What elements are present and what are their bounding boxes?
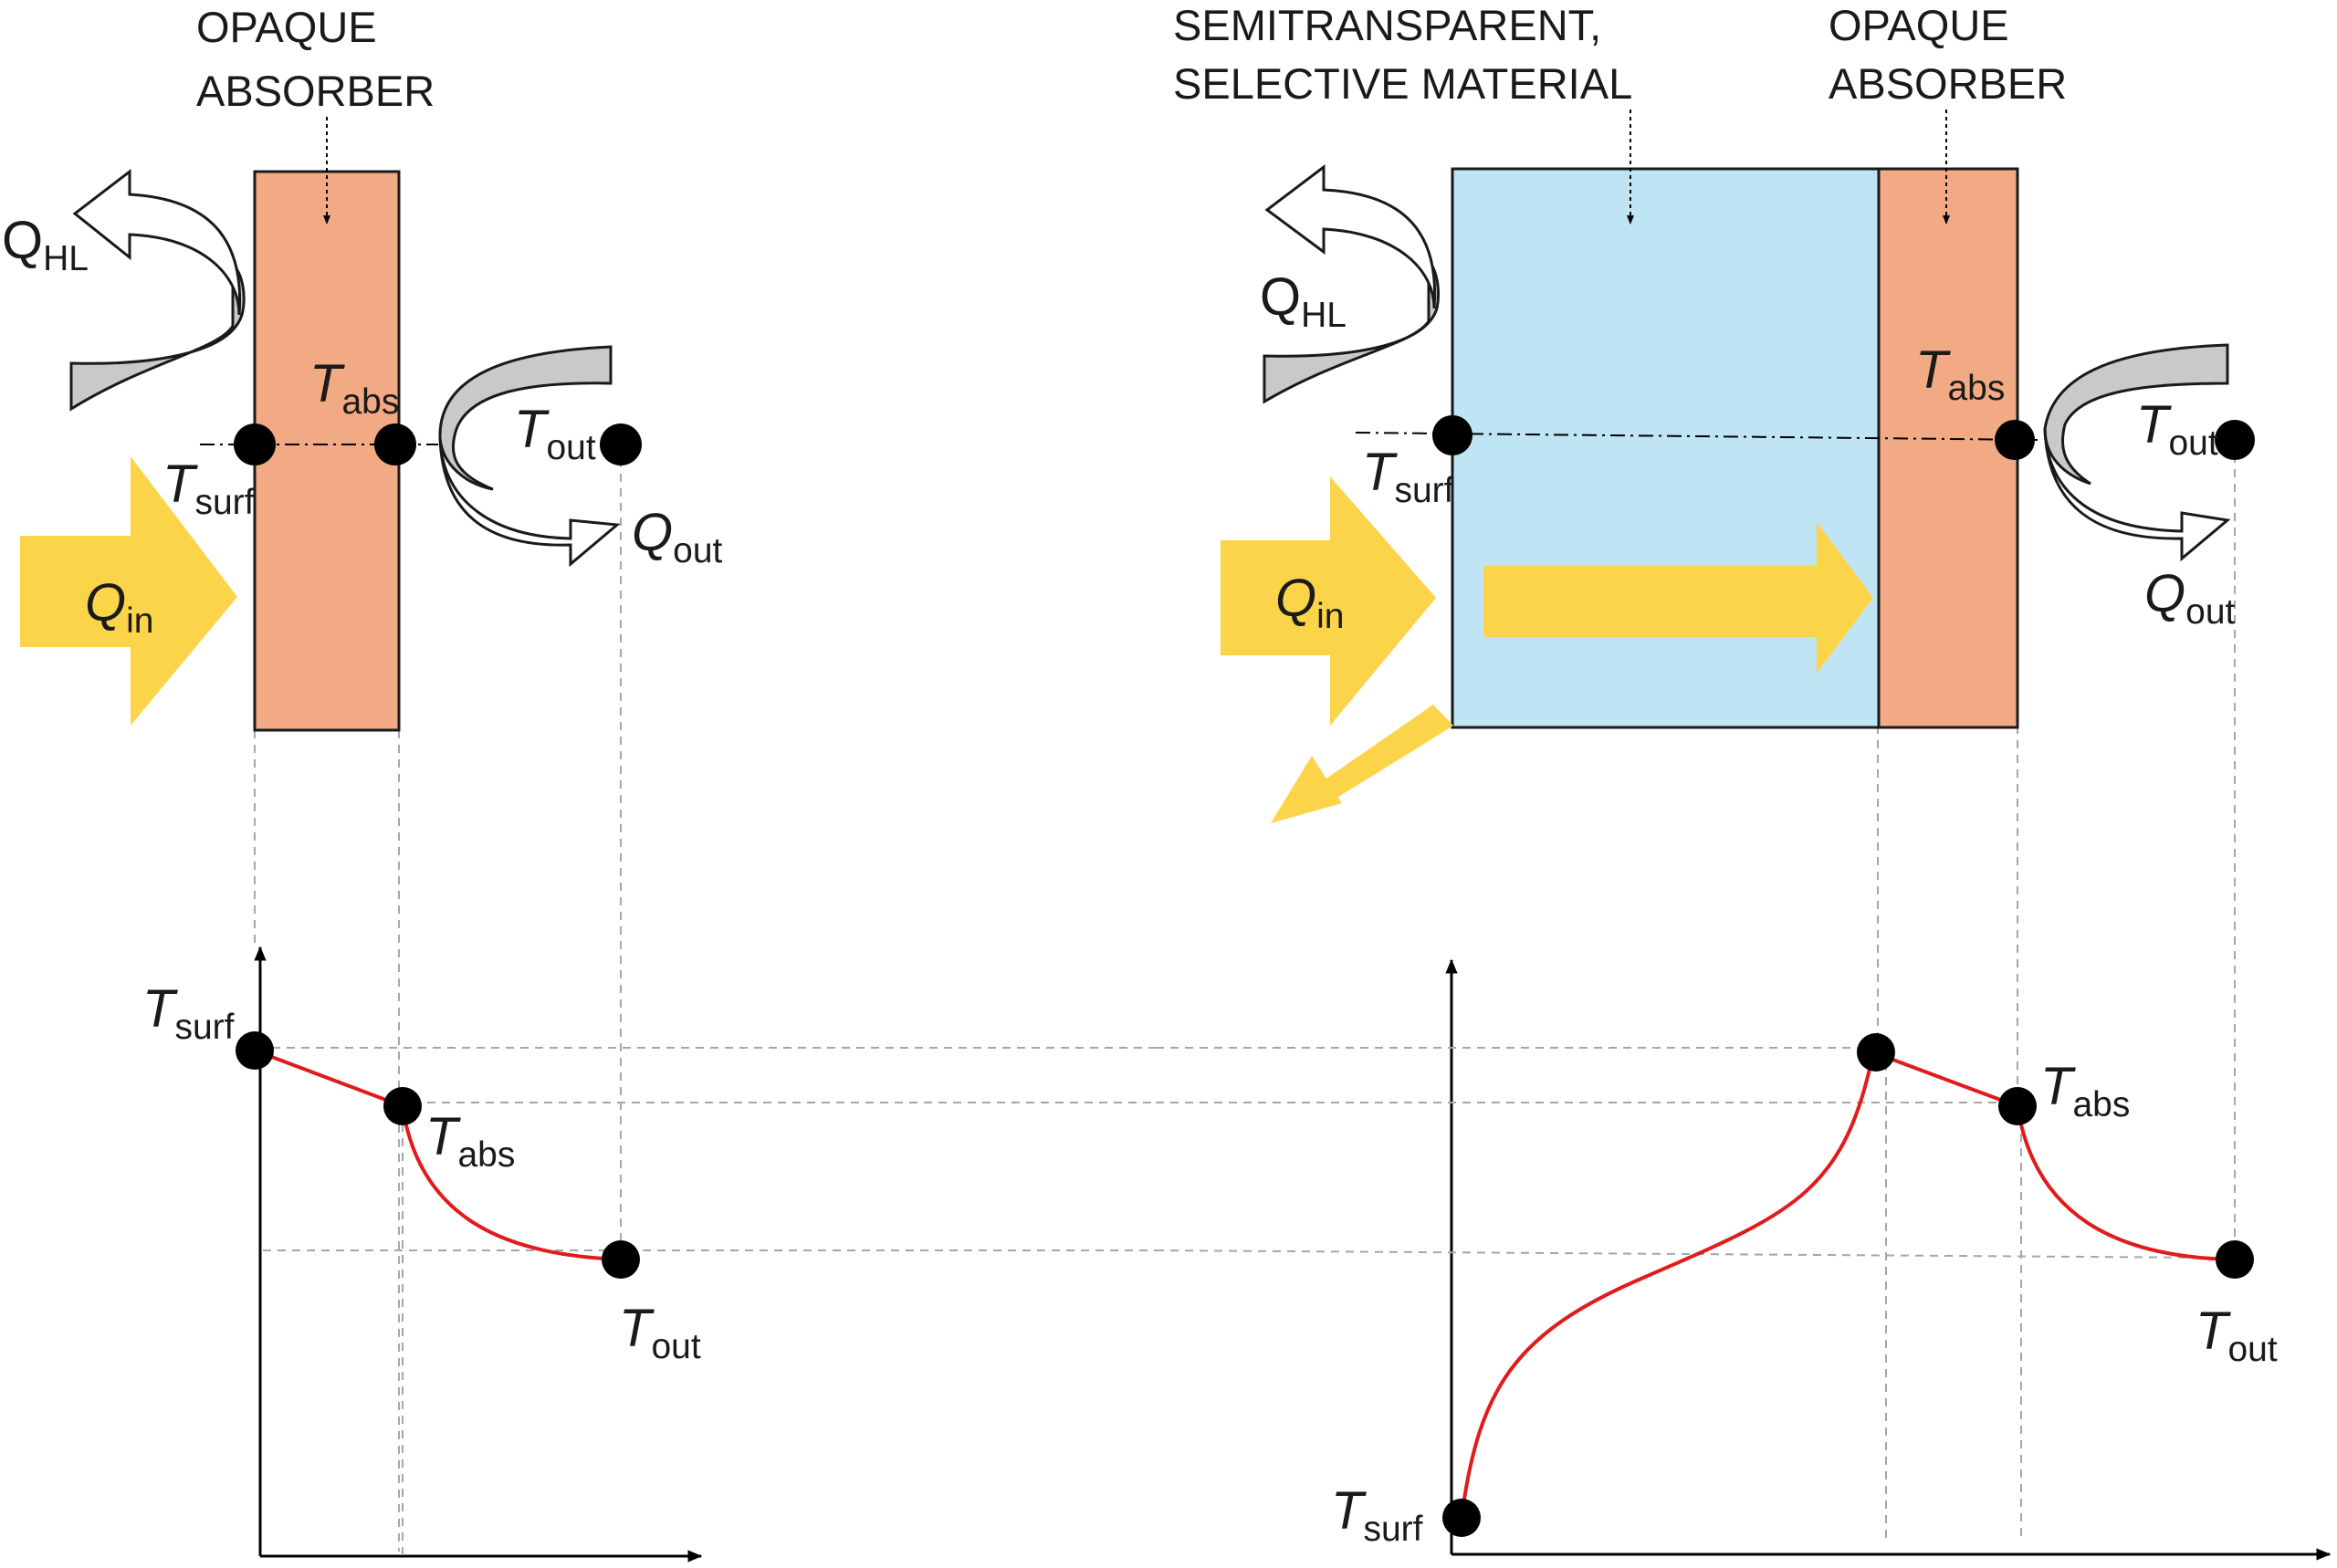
right-temperature-curve [1460, 1050, 2236, 1519]
left-plot-guides [257, 1047, 1156, 1556]
right-plot-t-abs-label: Tabs [2040, 1057, 2130, 1124]
left-q-in-arrow [20, 456, 237, 726]
right-q-hl-label: QHL [1260, 267, 1347, 335]
left-q-hl-label: QHL [2, 211, 89, 278]
left-q-out-label: Qout [632, 503, 723, 570]
right-material-label-line1: SEMITRANSPARENT, [1173, 1, 1601, 49]
left-vertical-guides [254, 444, 622, 1552]
left-plot-t-out-label: Tout [619, 1299, 701, 1366]
right-panel: SEMITRANSPARENT, SELECTIVE MATERIAL OPAQ… [1155, 1, 2332, 1561]
right-material-label-line2: SELECTIVE MATERIAL [1173, 59, 1632, 108]
left-absorber-label-line2: ABSORBER [196, 67, 435, 115]
left-t-out-label: Tout [514, 400, 596, 467]
left-q-out-arrow [438, 345, 621, 568]
left-plot-node-t-out [602, 1240, 640, 1279]
right-q-in-label: Qin [1275, 569, 1344, 636]
right-plot-t-surf-label: Tsurf [1331, 1481, 1423, 1549]
left-plot-t-abs-label: Tabs [425, 1107, 515, 1175]
left-node-t-abs [374, 423, 416, 465]
right-t-surf-label: Tsurf [1362, 443, 1454, 510]
left-t-abs-label: Tabs [309, 354, 399, 422]
right-node-t-out [2215, 420, 2255, 460]
right-semitransparent-material [1451, 167, 1881, 729]
right-plot-node-t-surf [1442, 1499, 1481, 1537]
right-plot-node-t-abs [1998, 1087, 2037, 1125]
right-node-t-abs [1995, 420, 2035, 460]
right-reflected-arrow [1271, 705, 1453, 823]
right-q-out-label: Qout [2144, 564, 2236, 632]
right-plot-t-out-label: Tout [2196, 1301, 2278, 1369]
right-absorber-label-line2: ABSORBER [1829, 59, 2067, 108]
left-panel: OPAQUE ABSORBER Qin QHL Qout Tsurf Tabs … [2, 3, 1156, 1563]
left-node-t-surf [234, 423, 276, 465]
right-plot-node-t-out [2216, 1240, 2254, 1279]
right-opaque-absorber [1877, 167, 2019, 729]
left-absorber-label-line1: OPAQUE [196, 3, 377, 51]
right-t-abs-label: Tabs [1915, 340, 2005, 408]
left-plot-node-t-abs [383, 1087, 422, 1125]
left-q-hl-arrow [69, 168, 246, 412]
right-t-out-label: Tout [2136, 395, 2218, 463]
right-q-in-arrow [1221, 476, 1436, 726]
left-q-in-label: Qin [85, 573, 153, 641]
right-q-out-arrow [2043, 343, 2231, 562]
left-t-surf-label: Tsurf [162, 455, 255, 522]
right-node-t-surf [1432, 415, 1472, 455]
left-plot-node-t-surf [236, 1031, 274, 1070]
left-plot-t-surf-label: Tsurf [142, 979, 235, 1047]
right-absorber-label-line1: OPAQUE [1829, 1, 2009, 49]
left-temperature-curve [254, 1049, 622, 1261]
left-node-t-out [600, 423, 642, 465]
right-vertical-guides [1877, 440, 2236, 1542]
right-plot-node-interface [1857, 1033, 1895, 1071]
right-transmitted-arrow [1483, 522, 1873, 674]
right-q-hl-arrow [1263, 163, 1441, 404]
